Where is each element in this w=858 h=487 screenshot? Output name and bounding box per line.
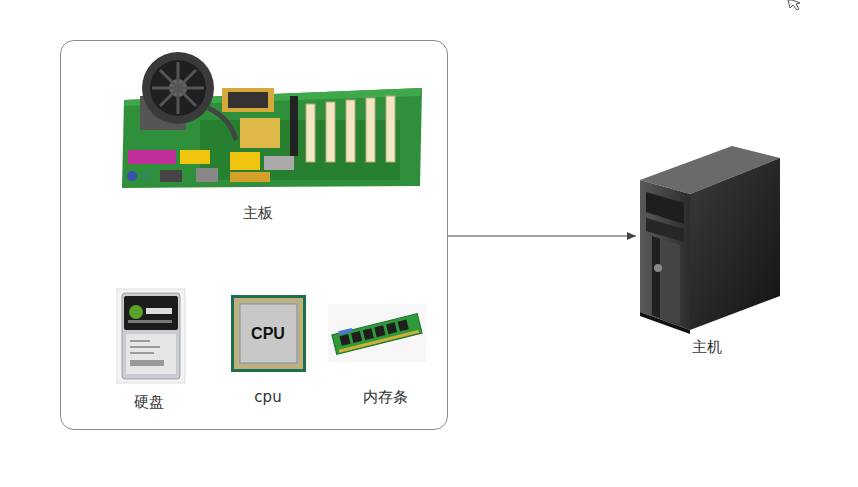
- component-label: 主板: [243, 204, 273, 222]
- component-node: 主板: [116, 56, 422, 226]
- hard-disk-picture: [117, 289, 185, 383]
- component-node: CPU cpu: [228, 292, 310, 412]
- cpu-picture: [231, 295, 306, 372]
- memory-stick-picture: [328, 304, 426, 362]
- component-label: 内存条: [363, 388, 408, 406]
- chip-marking: CPU: [251, 324, 285, 343]
- mouse-cursor: [788, 0, 800, 10]
- component-node: 主机: [636, 140, 786, 362]
- computer-tower-picture: [640, 146, 780, 334]
- component-node: 内存条: [326, 300, 430, 414]
- component-node: 硬盘: [112, 286, 190, 414]
- group-frame: 主板硬盘 CPU cpu 内存条: [60, 40, 448, 430]
- component-label: cpu: [254, 388, 281, 406]
- component-label: 硬盘: [134, 393, 164, 411]
- arrow-connector: [448, 236, 636, 237]
- motherboard-picture: [122, 52, 422, 188]
- component-label: 主机: [692, 338, 722, 356]
